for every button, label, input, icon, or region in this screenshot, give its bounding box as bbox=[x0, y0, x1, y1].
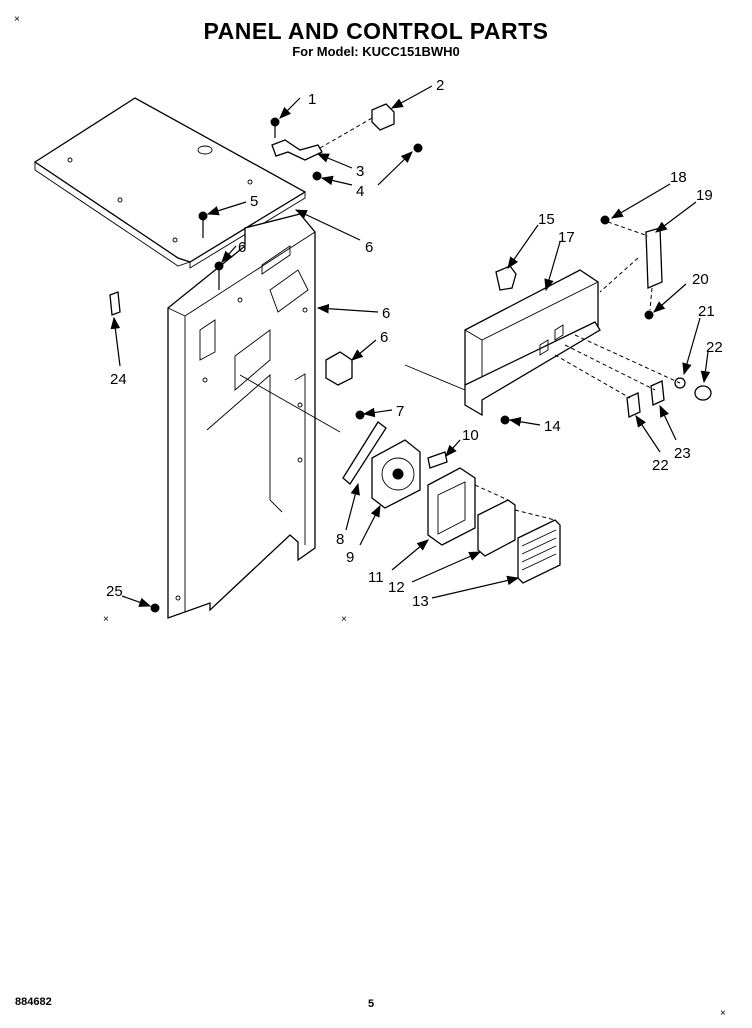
callout-number: 6 bbox=[380, 329, 388, 346]
rocker-switch-part bbox=[626, 392, 641, 418]
registration-mark: × bbox=[720, 1008, 726, 1019]
connector-part bbox=[427, 451, 448, 469]
callout-number: 6 bbox=[365, 239, 373, 256]
knob-part bbox=[495, 265, 517, 291]
model-number: For Model: KUCC151BWH0 bbox=[292, 44, 460, 59]
filter-part bbox=[477, 499, 516, 557]
selector-switch-part bbox=[650, 380, 665, 406]
callout-number: 12 bbox=[388, 579, 405, 596]
callout-number: 22 bbox=[652, 457, 669, 474]
callout-number: 13 bbox=[412, 593, 429, 610]
callout-number: 20 bbox=[692, 271, 709, 288]
leader-arrows bbox=[110, 85, 711, 607]
registration-mark: × bbox=[341, 614, 347, 625]
fan-assembly-part bbox=[371, 439, 421, 509]
callout-number: 17 bbox=[558, 229, 575, 246]
assembly-line bbox=[474, 484, 509, 501]
assembly-line bbox=[319, 117, 373, 149]
callout-number: 3 bbox=[356, 163, 364, 180]
assembly-line bbox=[564, 344, 656, 391]
callout-number: 10 bbox=[462, 427, 479, 444]
page-number: 5 bbox=[368, 998, 375, 1010]
fan-bracket-part bbox=[342, 421, 387, 485]
assembly-line bbox=[607, 221, 649, 237]
callout-number: 8 bbox=[336, 531, 344, 548]
callout-number: 7 bbox=[396, 403, 404, 420]
registration-mark: × bbox=[14, 14, 20, 25]
wire-clip-part bbox=[109, 291, 121, 316]
callout-number: 25 bbox=[106, 583, 123, 600]
callout-number: 24 bbox=[110, 371, 127, 388]
callout-number: 15 bbox=[538, 211, 555, 228]
callout-number: 11 bbox=[368, 569, 384, 586]
bracket-right-part bbox=[645, 227, 663, 289]
callout-number: 23 bbox=[674, 445, 691, 462]
callout-number: 14 bbox=[544, 418, 561, 435]
assembly-line bbox=[649, 287, 653, 311]
callout-number: 19 bbox=[696, 187, 713, 204]
callout-number: 6 bbox=[238, 239, 246, 256]
callout-number: 2 bbox=[436, 77, 444, 94]
clip-part bbox=[371, 103, 395, 131]
grille-part bbox=[517, 519, 561, 584]
callout-number: 5 bbox=[250, 193, 258, 210]
callout-number: 21 bbox=[698, 303, 715, 320]
assembly-line bbox=[404, 364, 466, 391]
assembly-line bbox=[514, 509, 556, 521]
control-knob-part bbox=[694, 385, 712, 401]
callout-number: 4 bbox=[356, 183, 364, 200]
vent-housing-part bbox=[427, 467, 476, 546]
registration-mark: × bbox=[103, 614, 109, 625]
vertical-panel-part bbox=[167, 213, 316, 619]
callout-number: 9 bbox=[346, 549, 354, 566]
callout-number: 18 bbox=[670, 169, 687, 186]
switch-part bbox=[325, 351, 353, 386]
document-number: 884682 bbox=[15, 996, 52, 1008]
callout-number: 6 bbox=[382, 305, 390, 322]
control-panel-bar-part bbox=[464, 269, 601, 417]
assembly-line bbox=[239, 374, 341, 433]
assembly-line bbox=[574, 334, 681, 384]
assembly-line bbox=[599, 257, 639, 293]
page-title: PANEL AND CONTROL PARTS bbox=[203, 18, 549, 44]
callout-number: 22 bbox=[706, 339, 723, 356]
assembly-line bbox=[554, 354, 631, 399]
bracket-part bbox=[271, 139, 323, 161]
callout-number: 1 bbox=[308, 91, 316, 108]
